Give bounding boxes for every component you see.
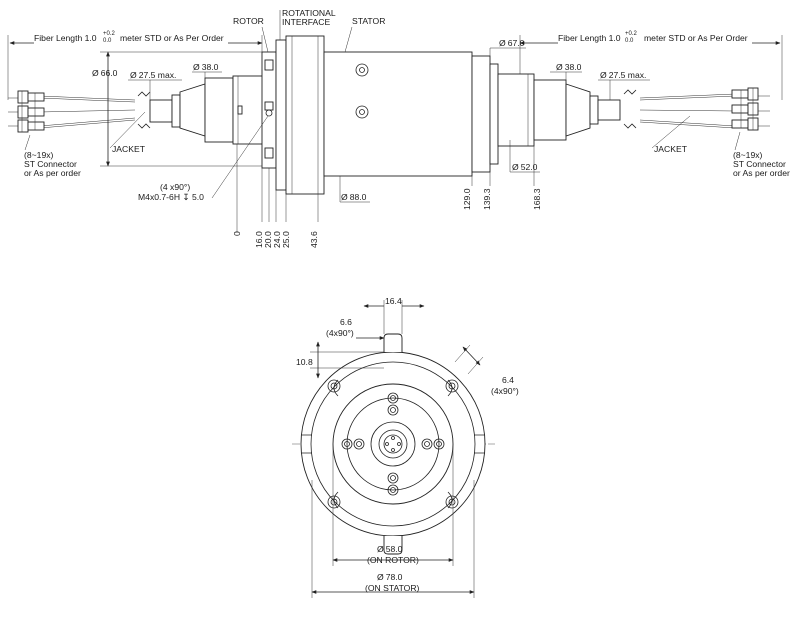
dim-dia-67: 67.0 xyxy=(508,38,525,48)
dia-symbol: Ø xyxy=(512,162,519,172)
side-view: Fiber Length 1.0 +0.2 0.0 meter STD or A… xyxy=(7,8,790,248)
top-slot xyxy=(383,333,403,352)
right-fiber-bundle xyxy=(639,93,770,129)
left-st-connectors xyxy=(17,90,45,133)
rotor-outline xyxy=(332,383,454,505)
svg-text:Ø38.0: Ø38.0 xyxy=(556,62,582,72)
dim-bottom-16: 16.0 xyxy=(254,231,264,248)
svg-text:Ø67.0: Ø67.0 xyxy=(499,38,525,48)
dia-symbol: Ø xyxy=(92,68,99,78)
rotor-label: ROTOR xyxy=(233,16,264,26)
svg-text:Ø38.0: Ø38.0 xyxy=(193,62,219,72)
dim-stator-sub: (ON STATOR) xyxy=(365,583,420,593)
tol-plus-right: +0.2 xyxy=(625,31,638,37)
dia-symbol: Ø xyxy=(556,62,563,72)
right-flange xyxy=(471,55,491,173)
stator-label: STATOR xyxy=(352,16,385,26)
dim-rotor-sub: (ON ROTOR) xyxy=(367,555,419,565)
dim-dia-52: 52.0 xyxy=(521,162,538,172)
conn-right-1: (8~19x) xyxy=(733,150,763,160)
svg-text:Ø52.0: Ø52.0 xyxy=(512,162,538,172)
bottom-dimension-lines xyxy=(236,140,535,232)
dim-6-6-sub: (4x90°) xyxy=(326,328,354,338)
conn-right-2: ST Connector xyxy=(733,159,786,169)
dim-dia-27-5-left: 27.5 max. xyxy=(139,70,177,80)
right-housing xyxy=(497,73,535,147)
hub xyxy=(370,421,416,467)
dim-dia-88: 88.0 xyxy=(350,192,367,202)
dim-bottom-139-3: 139.3 xyxy=(482,188,492,210)
dia-symbol: Ø xyxy=(377,544,384,554)
dim-bottom-25: 25.0 xyxy=(281,231,291,248)
dim-bottom-168-3: 168.3 xyxy=(532,188,542,210)
dim-dia-66: 66.0 xyxy=(101,68,118,78)
right-break-mark xyxy=(623,89,637,129)
dia-symbol: Ø xyxy=(193,62,200,72)
stator-flange xyxy=(285,35,325,195)
dim-bottom-0: 0 xyxy=(232,231,242,236)
dim-6-6: 6.6 xyxy=(340,317,352,327)
dia-symbol: Ø xyxy=(130,70,137,80)
conn-left-2: ST Connector xyxy=(24,159,77,169)
svg-text:Ø58.0: Ø58.0 xyxy=(377,544,403,554)
dim-bottom-129: 129.0 xyxy=(462,188,472,210)
dim-bottom-43-6: 43.6 xyxy=(309,231,319,248)
dim-slot-width: 16.4 xyxy=(385,296,402,306)
dim-dia-27-5-right: 27.5 max. xyxy=(609,70,647,80)
left-fiber-bundle xyxy=(8,95,136,129)
dim-rotor-dia: 58.0 xyxy=(386,544,403,554)
dim-bottom-20: 20.0 xyxy=(263,231,273,248)
hole-note-2: M4x0.7-6H ↧ 5.0 xyxy=(138,192,204,202)
right-st-connectors xyxy=(731,87,759,131)
left-break-mark xyxy=(137,91,151,129)
stator-body xyxy=(323,51,473,177)
svg-text:Ø27.5 max.: Ø27.5 max. xyxy=(600,70,646,80)
conn-left-3: or As per order xyxy=(24,168,81,178)
fiber-suffix-left: meter STD or As Per Order xyxy=(120,33,224,43)
dim-dia-38-left: 38.0 xyxy=(202,62,219,72)
tol-zero-right: 0.0 xyxy=(625,38,634,44)
jacket-left: JACKET xyxy=(112,144,146,154)
conn-right-3: or As per order xyxy=(733,168,790,178)
dia-symbol: Ø xyxy=(341,192,348,202)
left-housing xyxy=(179,83,206,137)
dia-symbol: Ø xyxy=(377,572,384,582)
dim-6-4: 6.4 xyxy=(502,375,514,385)
svg-text:Ø88.0: Ø88.0 xyxy=(341,192,367,202)
fiber-length-right: Fiber Length 1.0 xyxy=(558,33,621,43)
bottom-slot xyxy=(383,536,403,555)
conn-left-1: (8~19x) xyxy=(24,150,54,160)
dim-dia-38-right: 38.0 xyxy=(565,62,582,72)
fiber-length-left: Fiber Length 1.0 xyxy=(34,33,97,43)
svg-text:Ø66.0: Ø66.0 xyxy=(92,68,118,78)
jacket-right: JACKET xyxy=(654,144,688,154)
svg-text:Ø27.5 max.: Ø27.5 max. xyxy=(130,70,176,80)
dim-bottom-24: 24.0 xyxy=(272,231,282,248)
tol-zero-left: 0.0 xyxy=(103,38,112,44)
dia-symbol: Ø xyxy=(600,70,607,80)
dim-6-4-sub: (4x90°) xyxy=(491,386,519,396)
rotational-label-2: INTERFACE xyxy=(282,17,330,27)
tol-plus-left: +0.2 xyxy=(103,31,116,37)
dim-10-8: 10.8 xyxy=(296,357,313,367)
rotational-label-1: ROTATIONAL xyxy=(282,8,336,18)
dia-symbol: Ø xyxy=(499,38,506,48)
fiber-suffix-right: meter STD or As Per Order xyxy=(644,33,748,43)
hole-note-1: (4 x90°) xyxy=(160,182,190,192)
svg-text:Ø78.0: Ø78.0 xyxy=(377,572,403,582)
dim-stator-dia: 78.0 xyxy=(386,572,403,582)
left-jacket xyxy=(149,99,173,123)
